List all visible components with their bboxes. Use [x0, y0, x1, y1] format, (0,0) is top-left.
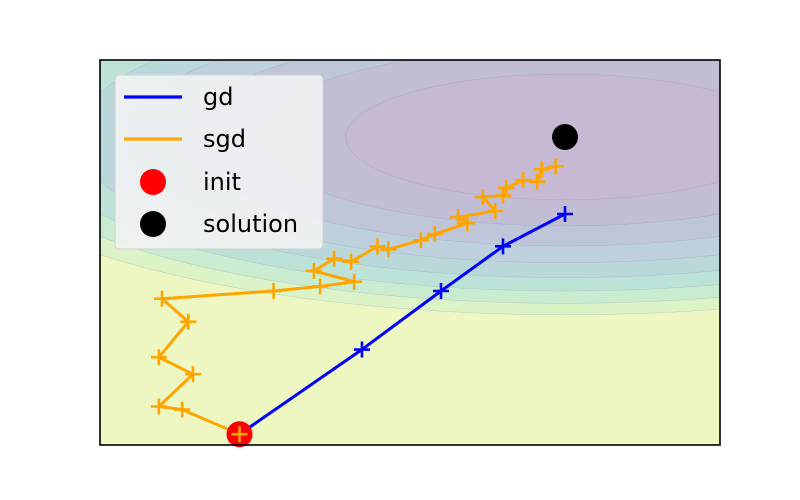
sgd-marker: [326, 250, 343, 267]
sgd-marker: [495, 187, 511, 204]
sgd-marker: [515, 172, 532, 189]
legend-label-sgd: sgd: [203, 125, 246, 153]
solution-point: [552, 124, 578, 150]
sgd-marker: [265, 283, 282, 299]
legend-label-solution: solution: [203, 210, 298, 238]
gd-marker: [557, 206, 573, 222]
legend-label-gd: gd: [203, 83, 233, 111]
legend-label-init: init: [203, 168, 241, 196]
sgd-marker: [426, 226, 443, 243]
sgd-marker: [380, 241, 397, 258]
sgd-marker: [312, 278, 329, 295]
sgd-marker: [450, 209, 467, 226]
legend-item-gd: gd: [124, 83, 233, 111]
sgd-marker: [180, 313, 197, 330]
sgd-marker: [150, 349, 167, 366]
sgd-marker: [529, 173, 546, 190]
legend-item-init: init: [140, 168, 241, 196]
sgd-marker: [154, 290, 170, 307]
legend-swatch-init: [140, 169, 166, 195]
legend-item-sgd: sgd: [124, 125, 246, 153]
sgd-marker: [343, 253, 360, 270]
legend: gd sgd init solution: [114, 74, 324, 250]
sgd-marker: [459, 215, 476, 232]
sgd-marker: [547, 158, 564, 175]
sgd-marker: [412, 232, 429, 249]
sgd-marker: [346, 273, 363, 290]
legend-item-solution: solution: [140, 210, 298, 238]
sgd-marker: [150, 398, 167, 415]
sgd-marker: [305, 262, 322, 279]
sgd-marker: [498, 179, 515, 196]
points-layer: [226, 124, 578, 448]
gd-marker: [433, 283, 449, 299]
sgd-marker: [474, 189, 491, 206]
plot-frame: [99, 59, 721, 446]
sgd-marker: [185, 366, 201, 383]
sgd-marker: [231, 426, 248, 443]
contour-level: [345, 73, 720, 201]
legend-swatch-solution: [140, 211, 166, 237]
legend-box: [114, 74, 324, 250]
gd-marker: [353, 341, 370, 358]
gd-marker: [495, 238, 511, 255]
sgd-marker: [487, 202, 504, 219]
sgd-marker: [369, 238, 386, 255]
sgd-marker: [533, 161, 550, 178]
sgd-marker: [174, 401, 191, 418]
